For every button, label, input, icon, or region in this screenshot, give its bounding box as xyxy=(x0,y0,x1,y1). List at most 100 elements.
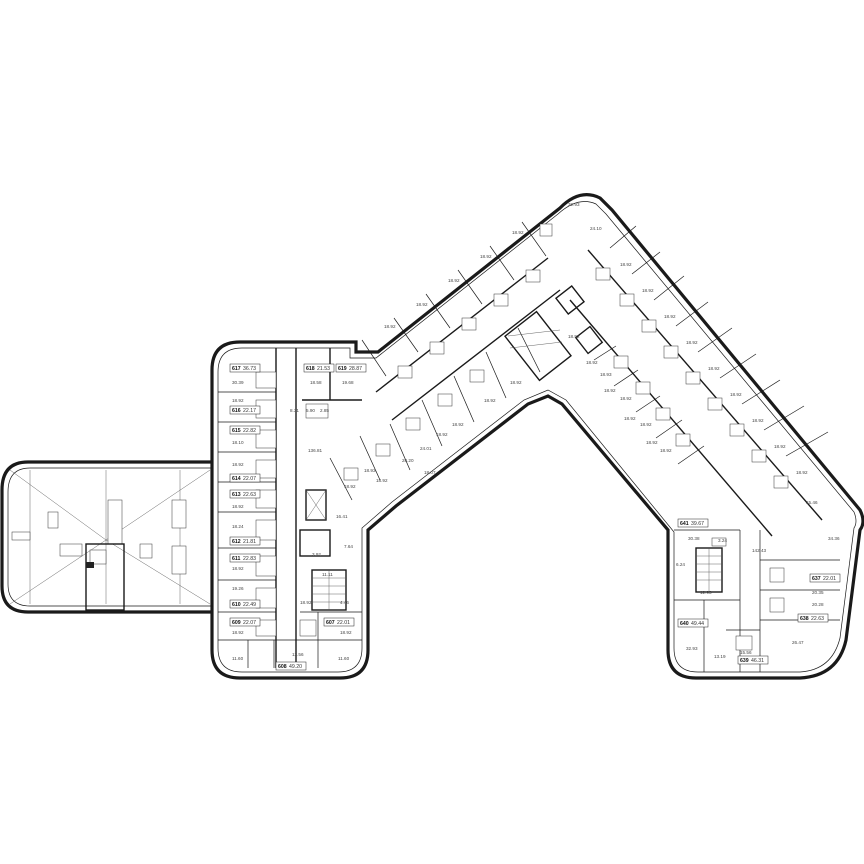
svg-text:3.92: 3.92 xyxy=(312,552,321,557)
svg-text:18.92: 18.92 xyxy=(646,440,658,445)
svg-text:18.93: 18.93 xyxy=(600,372,612,377)
svg-text:22.63: 22.63 xyxy=(811,616,824,622)
svg-text:18.92: 18.92 xyxy=(416,302,428,307)
svg-text:18.92: 18.92 xyxy=(300,600,312,605)
unit-tag-640: 640 49.44 xyxy=(677,618,709,628)
svg-text:11.60: 11.60 xyxy=(232,656,244,661)
svg-text:608: 608 xyxy=(278,664,287,670)
svg-text:18.24: 18.24 xyxy=(232,524,244,529)
svg-text:612: 612 xyxy=(232,539,241,545)
svg-text:18.92: 18.92 xyxy=(376,478,388,483)
svg-text:24.01: 24.01 xyxy=(420,446,432,451)
svg-text:18.92: 18.92 xyxy=(232,566,244,571)
svg-text:39.67: 39.67 xyxy=(691,521,704,527)
svg-text:18.92: 18.92 xyxy=(344,484,356,489)
svg-text:641: 641 xyxy=(680,521,689,527)
svg-text:30.38: 30.38 xyxy=(688,536,700,541)
svg-text:142.43: 142.43 xyxy=(752,548,766,553)
svg-text:32.93: 32.93 xyxy=(686,646,698,651)
svg-text:18.92: 18.92 xyxy=(510,380,522,385)
svg-text:21.53: 21.53 xyxy=(317,366,330,372)
svg-text:18.92: 18.92 xyxy=(232,462,244,467)
left-wing xyxy=(218,348,362,668)
svg-text:20.28: 20.28 xyxy=(812,602,824,607)
unit-tag-612: 612 21.81 xyxy=(229,536,261,546)
svg-text:18.07: 18.07 xyxy=(424,470,436,475)
svg-text:18.92: 18.92 xyxy=(436,432,448,437)
svg-text:607: 607 xyxy=(326,620,335,626)
svg-text:18.93: 18.93 xyxy=(364,468,376,473)
svg-text:18.92: 18.92 xyxy=(796,470,808,475)
svg-text:18.92: 18.92 xyxy=(752,418,764,423)
svg-text:18.92: 18.92 xyxy=(232,398,244,403)
svg-text:36.73: 36.73 xyxy=(243,366,256,372)
middle-wing xyxy=(329,221,604,501)
svg-text:18.92: 18.92 xyxy=(340,630,352,635)
svg-text:22.01: 22.01 xyxy=(823,576,836,582)
svg-text:615: 615 xyxy=(232,428,241,434)
unit-tags: 617 36.73 618 21.53 619 28.87 616 22.17 … xyxy=(229,363,841,671)
svg-text:49.20: 49.20 xyxy=(289,664,302,670)
room-labels: 30.39 18.58 19.68 18.92 18.10 18.92 18.9… xyxy=(232,202,840,661)
svg-text:22.07: 22.07 xyxy=(243,620,256,626)
unit-tag-619: 619 28.87 xyxy=(335,363,367,373)
unit-tag-607: 607 22.01 xyxy=(323,617,355,627)
svg-text:18.92: 18.92 xyxy=(512,230,524,235)
svg-text:22.01: 22.01 xyxy=(337,620,350,626)
svg-text:618: 618 xyxy=(306,366,315,372)
svg-text:2.85: 2.85 xyxy=(320,408,329,413)
svg-text:13.56: 13.56 xyxy=(292,652,304,657)
svg-text:18.92: 18.92 xyxy=(660,448,672,453)
svg-text:637: 637 xyxy=(812,576,821,582)
svg-text:28.20: 28.20 xyxy=(402,458,414,463)
svg-text:610: 610 xyxy=(232,602,241,608)
svg-text:12.93: 12.93 xyxy=(700,590,712,595)
svg-text:18.92: 18.92 xyxy=(620,262,632,267)
svg-text:16.41: 16.41 xyxy=(336,514,348,519)
svg-text:18.92: 18.92 xyxy=(730,392,742,397)
unit-tag-613: 613 22.63 xyxy=(229,489,261,499)
svg-text:18.10: 18.10 xyxy=(232,440,244,445)
svg-text:616: 616 xyxy=(232,408,241,414)
svg-text:13.19: 13.19 xyxy=(714,654,726,659)
svg-text:18.92: 18.92 xyxy=(452,422,464,427)
svg-text:15.56: 15.56 xyxy=(740,650,752,655)
svg-text:6.24: 6.24 xyxy=(676,562,685,567)
svg-text:639: 639 xyxy=(740,658,749,664)
svg-text:18.92: 18.92 xyxy=(664,314,676,319)
svg-text:18.92: 18.92 xyxy=(686,340,698,345)
unit-tag-617: 617 36.73 xyxy=(229,363,261,373)
svg-text:30.39: 30.39 xyxy=(232,380,244,385)
unit-tag-641: 641 39.67 xyxy=(677,518,709,528)
svg-text:26.47: 26.47 xyxy=(792,640,804,645)
svg-text:22.07: 22.07 xyxy=(243,476,256,482)
svg-text:5.90: 5.90 xyxy=(306,408,315,413)
building-shell xyxy=(210,193,864,680)
svg-text:22.49: 22.49 xyxy=(243,602,256,608)
svg-text:611: 611 xyxy=(232,556,240,562)
unit-tag-615: 615 22.82 xyxy=(229,425,261,435)
svg-text:18.92: 18.92 xyxy=(586,360,598,365)
svg-text:3.24: 3.24 xyxy=(718,538,727,543)
unit-tag-618: 618 21.53 xyxy=(303,363,335,373)
svg-text:24.10: 24.10 xyxy=(590,226,602,231)
svg-text:7.64: 7.64 xyxy=(344,544,353,549)
svg-text:20.35: 20.35 xyxy=(812,590,824,595)
unit-tag-611: 611 22.83 xyxy=(229,553,261,563)
svg-text:638: 638 xyxy=(800,616,809,622)
svg-text:18.92: 18.92 xyxy=(708,366,720,371)
unit-tag-637: 637 22.01 xyxy=(809,573,841,583)
unit-tag-608: 608 49.20 xyxy=(275,661,307,671)
svg-text:18.92: 18.92 xyxy=(484,398,496,403)
svg-text:21.81: 21.81 xyxy=(243,539,256,545)
unit-tag-639: 639 46.31 xyxy=(737,655,769,665)
svg-text:19.26: 19.26 xyxy=(232,586,244,591)
svg-text:18.92: 18.92 xyxy=(384,324,396,329)
svg-text:22.82: 22.82 xyxy=(243,428,256,434)
svg-text:11.60: 11.60 xyxy=(338,656,350,661)
svg-text:18.92: 18.92 xyxy=(232,630,244,635)
svg-text:614: 614 xyxy=(232,476,241,482)
svg-text:22.63: 22.63 xyxy=(243,492,256,498)
unit-tag-610: 610 22.49 xyxy=(229,599,261,609)
